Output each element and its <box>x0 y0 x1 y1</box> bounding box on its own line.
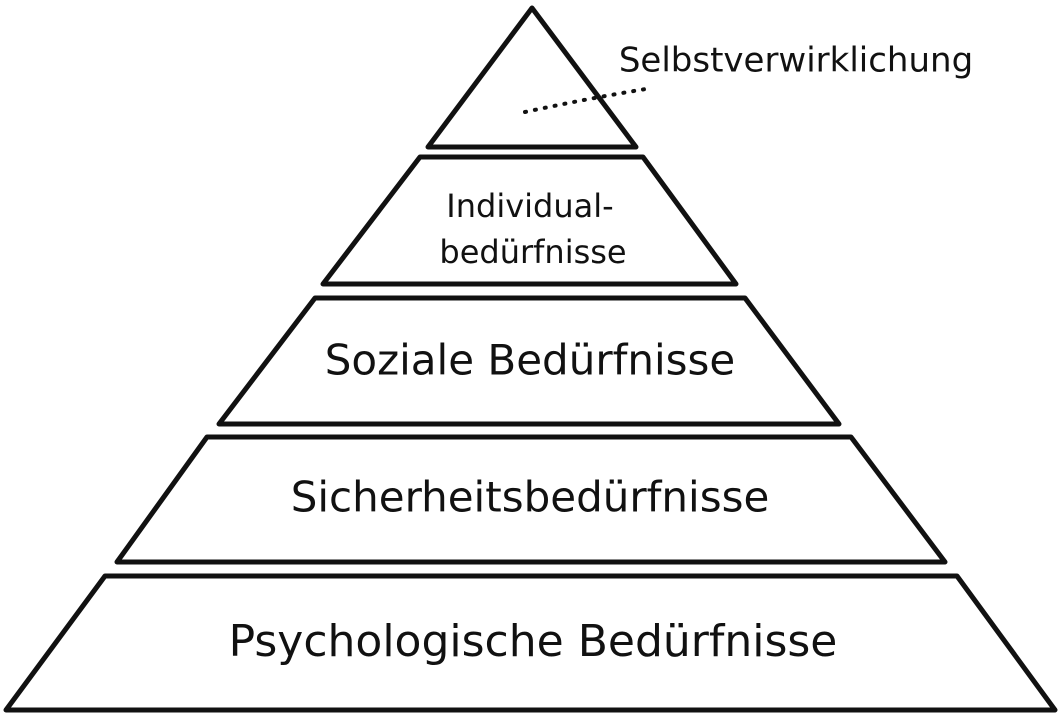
pyramid-tier-apex <box>425 5 639 150</box>
tier-safety-label: Sicherheitsbedürfnisse <box>291 473 770 522</box>
tier-individual-label-line1: Individual- <box>446 187 613 225</box>
tier-individual-label-line2: bedürfnisse <box>439 233 626 271</box>
tier-social-label: Soziale Bedürfnisse <box>325 336 736 385</box>
pyramid-tier-individual <box>320 154 739 287</box>
callout-label: Selbstverwirklichung <box>619 41 973 81</box>
pyramid-tier-social <box>216 295 842 427</box>
pyramid-tier-physiological <box>3 573 1058 713</box>
pyramid-tier-safety <box>114 434 948 565</box>
tier-physiological-label: Psychologische Bedürfnisse <box>229 616 838 667</box>
